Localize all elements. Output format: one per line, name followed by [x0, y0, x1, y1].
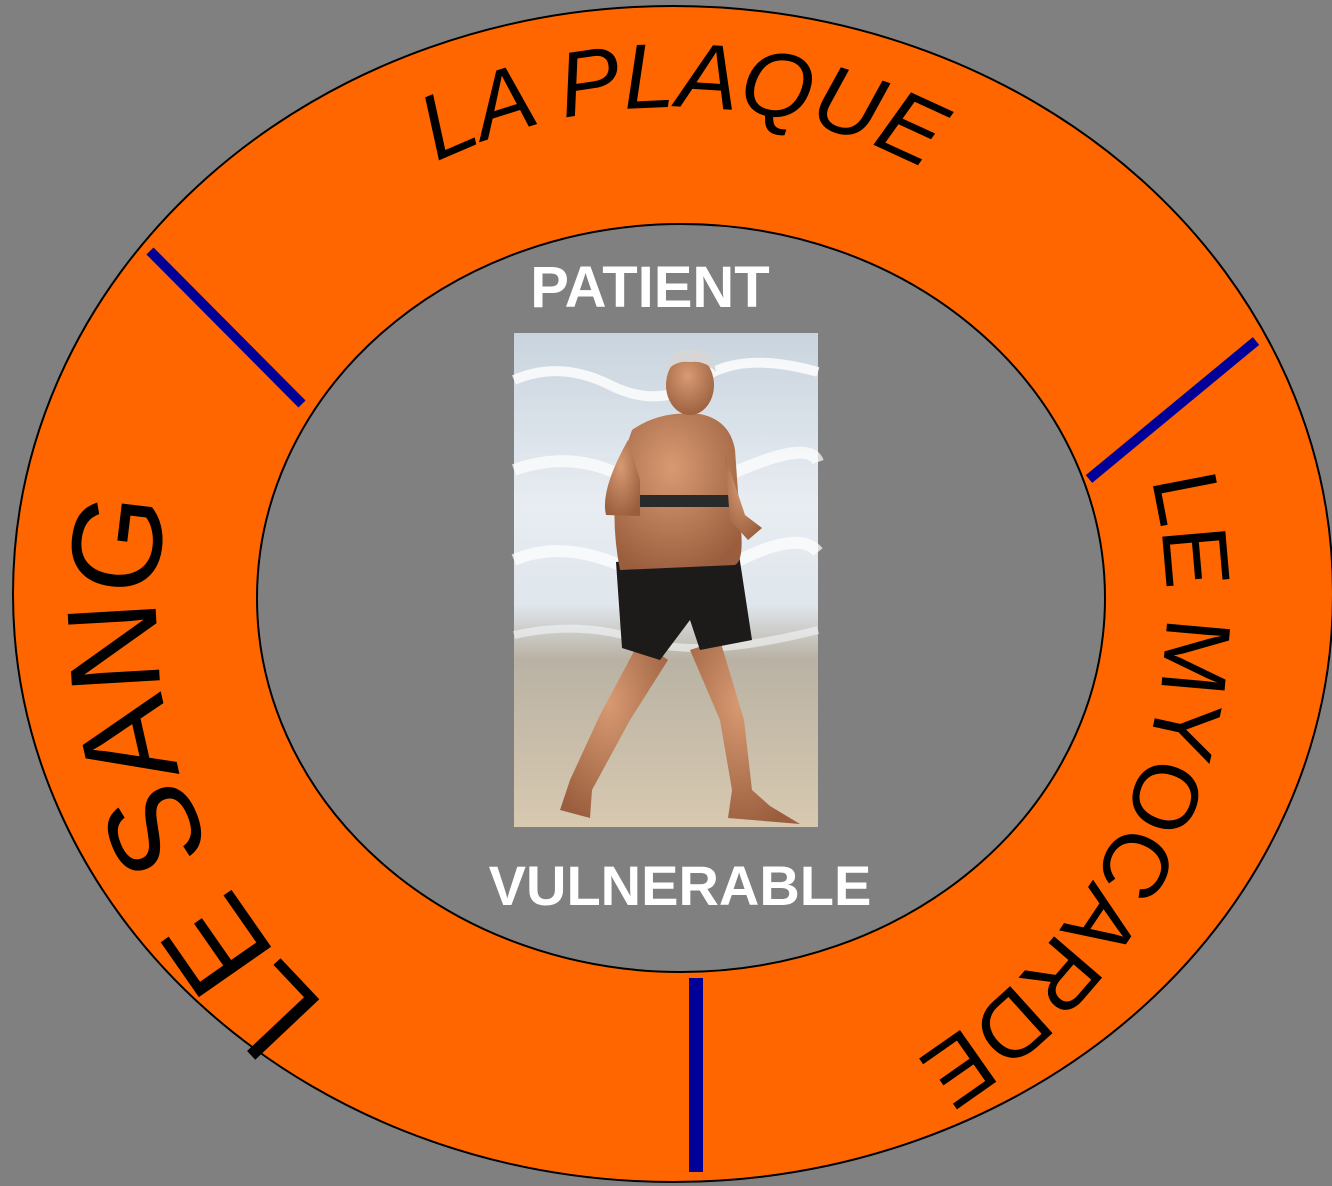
jogger-photo: [514, 333, 818, 827]
center-label-bottom: VULNERABLE: [489, 854, 872, 917]
center-label-top: PATIENT: [530, 255, 770, 320]
